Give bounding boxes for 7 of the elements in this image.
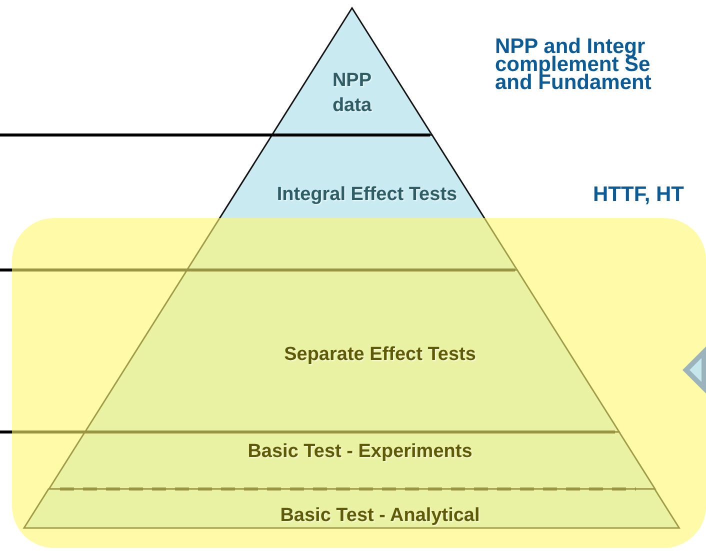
band-label: NPP data <box>331 69 373 118</box>
note-text: NPP and Integr complement Se and Fundament <box>495 38 652 92</box>
band-label: Basic Test - Analytical <box>279 504 481 528</box>
band-label: Integral Effect Tests <box>276 183 458 207</box>
band-label: Separate Effect Tests <box>283 343 477 367</box>
band-label: Basic Test - Experiments <box>246 440 474 464</box>
note-text: HTTF, HT <box>593 186 685 204</box>
